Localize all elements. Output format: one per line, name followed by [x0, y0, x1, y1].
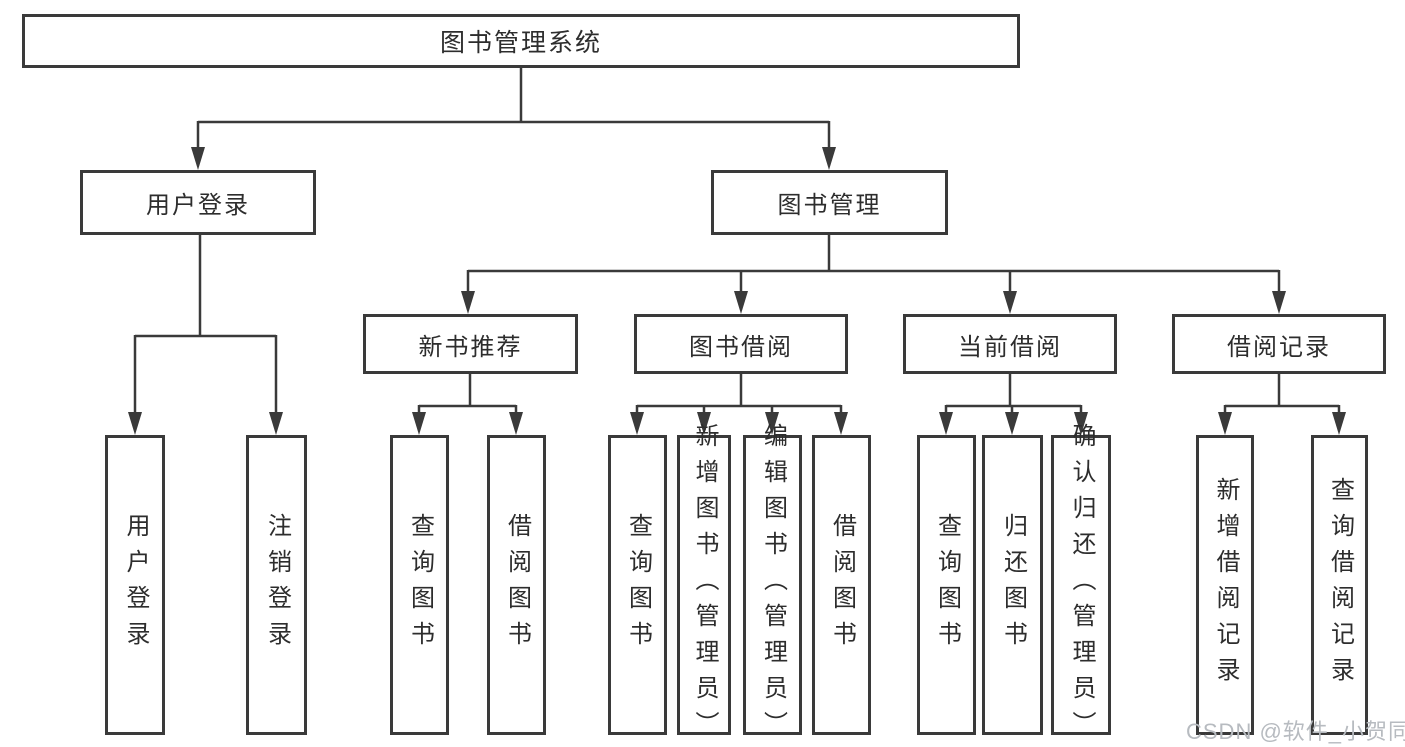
- node-label: 查询图书: [406, 513, 434, 657]
- arrowhead-icons: [128, 147, 1346, 435]
- node-label: 新书推荐: [418, 333, 523, 361]
- node-label: 新增借阅记录: [1212, 477, 1239, 693]
- node-leaf-edit-book-admin: 编辑图书（管理员）: [743, 423, 802, 747]
- node-label: 编辑图书（管理员）: [759, 423, 787, 747]
- node-library-management-system: 图书管理系统: [22, 14, 1020, 68]
- node-label: 当前借阅: [958, 333, 1062, 361]
- node-label: 图书借阅: [689, 333, 793, 361]
- node-leaf-query-book-borrow: 查询图书: [608, 435, 667, 735]
- node-leaf-query-book-recommend: 查询图书: [390, 435, 449, 735]
- node-leaf-query-book-current: 查询图书: [917, 435, 976, 735]
- node-label: 图书管理: [777, 192, 882, 219]
- node-label: 确认归还（管理员）: [1068, 423, 1095, 747]
- node-leaf-borrow-book-recommend: 借阅图书: [487, 435, 546, 735]
- node-current-borrow: 当前借阅: [903, 314, 1117, 374]
- node-leaf-user-login: 用户登录: [105, 435, 165, 735]
- connector-paths: [133, 68, 1341, 418]
- node-label: 新增图书（管理员）: [691, 423, 718, 747]
- node-leaf-query-borrow-record: 查询借阅记录: [1311, 435, 1368, 735]
- node-leaf-confirm-return-admin: 确认归还（管理员）: [1051, 423, 1111, 747]
- node-label: 用户登录: [122, 513, 149, 657]
- node-new-book-recommend: 新书推荐: [363, 314, 578, 374]
- node-leaf-add-book-admin: 新增图书（管理员）: [677, 423, 731, 747]
- node-leaf-return-book: 归还图书: [982, 435, 1043, 735]
- node-label: 查询借阅记录: [1326, 477, 1354, 693]
- node-leaf-logout: 注销登录: [246, 435, 307, 735]
- node-borrow-record: 借阅记录: [1172, 314, 1386, 374]
- node-book-borrow: 图书借阅: [634, 314, 848, 374]
- node-label: 借阅图书: [828, 513, 856, 657]
- node-label: 查询图书: [624, 513, 652, 657]
- node-label: 用户登录: [146, 192, 250, 219]
- node-user-login: 用户登录: [80, 170, 316, 235]
- csdn-watermark: CSDN @软件_小贺同学: [1186, 719, 1405, 744]
- node-label: 借阅记录: [1227, 333, 1331, 361]
- node-label: 查询图书: [933, 513, 961, 657]
- node-label: 归还图书: [999, 513, 1027, 657]
- node-book-management: 图书管理: [711, 170, 948, 235]
- node-leaf-borrow-book: 借阅图书: [812, 435, 871, 735]
- node-leaf-add-borrow-record: 新增借阅记录: [1196, 435, 1254, 735]
- node-label: 图书管理系统: [439, 29, 602, 57]
- node-label: 借阅图书: [503, 513, 531, 657]
- node-label: 注销登录: [263, 513, 291, 657]
